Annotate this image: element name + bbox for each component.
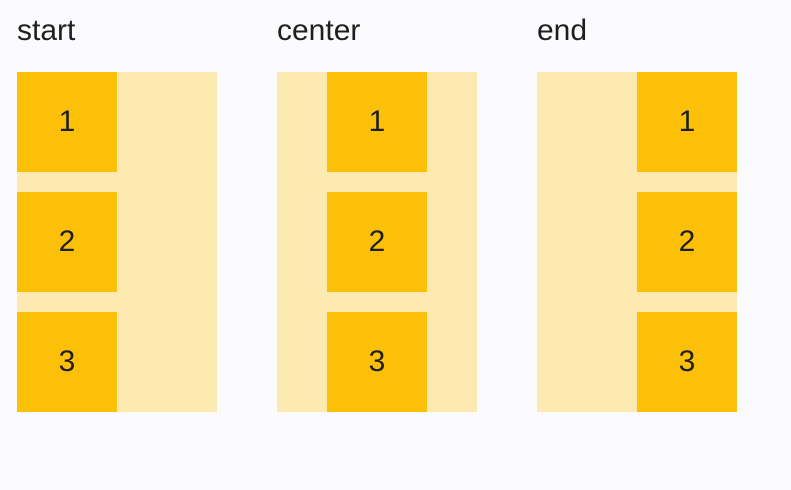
flex-item: 1 [327, 72, 427, 172]
flex-item: 3 [17, 312, 117, 412]
alignment-label-start: start [17, 14, 76, 47]
alignment-example-center: center 1 2 3 [277, 14, 477, 412]
flex-item: 2 [17, 192, 117, 292]
flex-item: 3 [637, 312, 737, 412]
flex-item: 1 [17, 72, 117, 172]
alignment-demo: start 1 2 3 center 1 2 3 end 1 2 3 [17, 14, 737, 412]
alignment-example-start: start 1 2 3 [17, 14, 217, 412]
flex-item: 3 [327, 312, 427, 412]
alignment-example-end: end 1 2 3 [537, 14, 737, 412]
alignment-track-start: 1 2 3 [17, 72, 217, 412]
flex-item: 1 [637, 72, 737, 172]
alignment-label-end: end [537, 14, 588, 47]
alignment-label-center: center [277, 14, 361, 47]
flex-item: 2 [327, 192, 427, 292]
alignment-track-end: 1 2 3 [537, 72, 737, 412]
alignment-track-center: 1 2 3 [277, 72, 477, 412]
flex-item: 2 [637, 192, 737, 292]
